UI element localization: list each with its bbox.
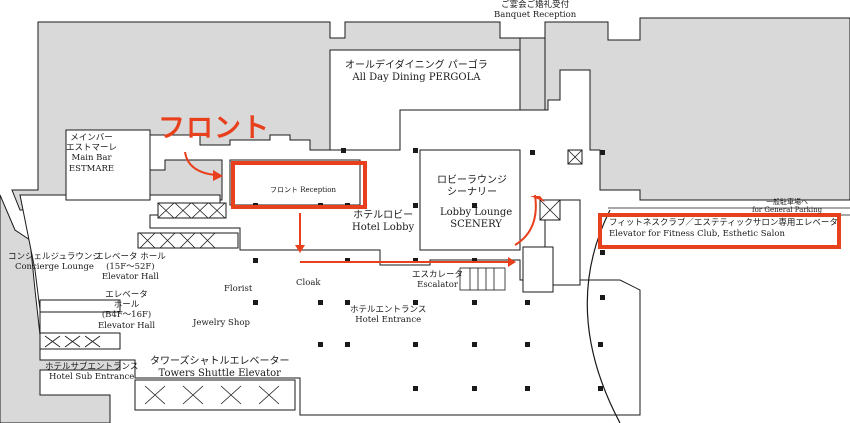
label-elevator-hall-upper: エレベータ ホール(15F～52F)Elevator Hall <box>95 252 166 283</box>
fitness-highlight-box <box>598 213 841 249</box>
reception-highlight-box <box>231 161 367 209</box>
label-elevator-hall-lower: エレベータホール (B4F～16F)Elevator Hall <box>98 290 156 331</box>
interior-floor <box>19 49 641 416</box>
front-callout: フロント <box>158 113 270 144</box>
route-arrows <box>184 151 545 267</box>
elevator-cross-marks <box>44 149 583 405</box>
label-jewelry-shop: Jewelry Shop <box>193 318 250 328</box>
escalator-icon <box>459 267 506 291</box>
label-front-reception: フロント Reception <box>270 186 336 194</box>
label-florist: Florist <box>224 284 253 294</box>
label-lobby-lounge-jp: ロビーラウンジシーナリー <box>437 175 507 198</box>
label-cloak: Cloak <box>296 278 321 288</box>
